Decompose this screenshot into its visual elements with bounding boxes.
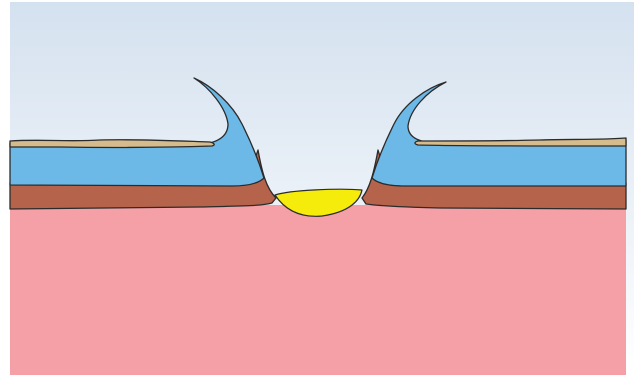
- left-surface-crust: [10, 140, 214, 148]
- tissue-base: [10, 205, 626, 375]
